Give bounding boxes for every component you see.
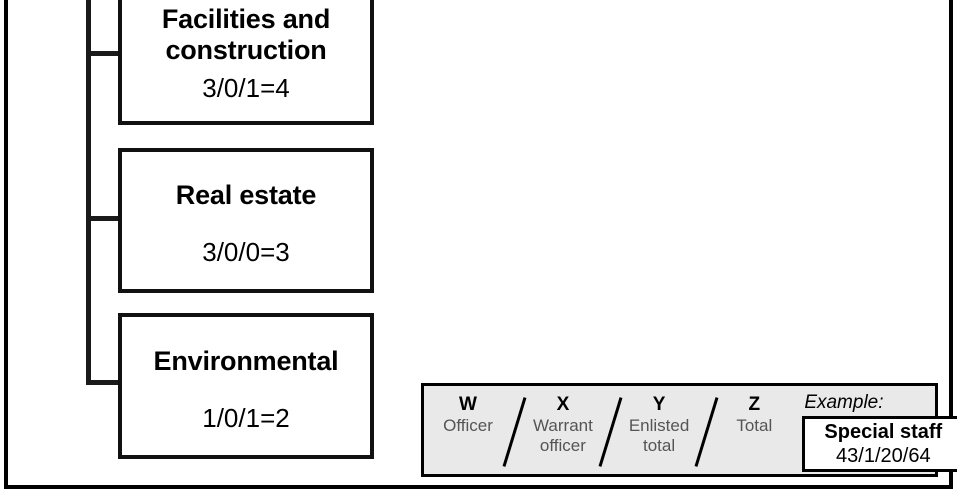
legend-example-node-counts: 43/1/20/64 xyxy=(836,444,931,467)
legend-code-letter: Z xyxy=(748,394,761,415)
org-node-title: Facilities and construction xyxy=(161,4,331,65)
outer-frame-bottom-border xyxy=(4,485,953,489)
org-node-counts: 3/0/1=4 xyxy=(202,73,290,103)
tree-branch-real-estate xyxy=(86,216,120,221)
legend-panel: W Officer X Warrant officer Y Enlisted t… xyxy=(421,383,957,477)
legend-example-node-title: Special staff xyxy=(824,420,943,443)
legend-code-z: Z Total xyxy=(720,394,788,436)
legend-code-w: W Officer xyxy=(434,394,502,436)
legend-example-node: Special staff 43/1/20/64 xyxy=(802,416,957,472)
legend-code-description: Warrant officer xyxy=(533,416,593,455)
org-node-title: Real estate xyxy=(175,180,317,210)
legend-code-letter: W xyxy=(459,394,477,415)
legend-slash-divider-icon xyxy=(598,394,624,470)
legend-code-description: Enlisted total xyxy=(628,416,690,455)
legend-code-letter: X xyxy=(556,394,570,415)
tree-branch-environmental xyxy=(86,380,120,385)
tree-trunk-line xyxy=(86,0,91,385)
org-node-title: Environmental xyxy=(153,345,339,376)
tree-branch-facilities xyxy=(86,51,120,56)
legend-example-label: Example: xyxy=(804,392,884,413)
legend-code-description: Total xyxy=(736,416,773,435)
legend-code-key: W Officer X Warrant officer Y Enlisted t… xyxy=(424,386,788,474)
legend-example-block: Example: Special staff 43/1/20/64 xyxy=(802,386,957,474)
legend-code-y: Y Enlisted total xyxy=(624,394,694,456)
legend-code-x: X Warrant officer xyxy=(528,394,598,456)
org-node-facilities-and-construction[interactable]: Facilities and construction 3/0/1=4 xyxy=(118,0,374,125)
legend-slash-divider-icon xyxy=(694,394,720,470)
org-node-real-estate[interactable]: Real estate 3/0/0=3 xyxy=(118,148,374,293)
org-node-counts: 1/0/1=2 xyxy=(202,402,290,433)
legend-code-letter: Y xyxy=(652,394,666,415)
org-node-environmental[interactable]: Environmental 1/0/1=2 xyxy=(118,313,374,459)
outer-frame-right-border xyxy=(949,0,953,489)
legend-code-description: Officer xyxy=(443,416,493,435)
legend-slash-divider-icon xyxy=(502,394,528,470)
outer-frame-left-border xyxy=(4,0,8,489)
org-node-counts: 3/0/0=3 xyxy=(202,237,290,267)
